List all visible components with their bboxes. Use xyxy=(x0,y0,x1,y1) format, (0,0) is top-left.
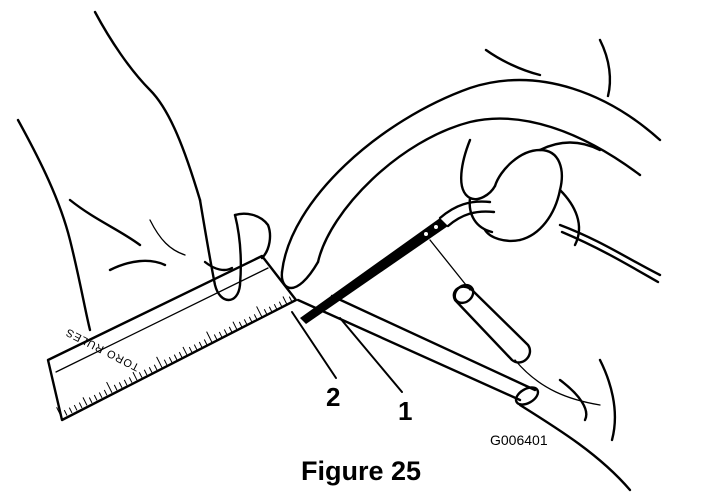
leader-lines xyxy=(291,311,403,393)
spring-cylinder xyxy=(429,239,601,406)
callout-2: 2 xyxy=(326,382,340,412)
ruler: TORO RULES xyxy=(46,254,298,422)
right-hand xyxy=(459,38,612,247)
callout-1: 1 xyxy=(398,396,412,426)
handlebar xyxy=(280,78,662,492)
part-code: G006401 xyxy=(490,432,548,448)
left-hand xyxy=(16,10,272,332)
ruler-ticks xyxy=(56,296,293,419)
control-cable xyxy=(558,223,662,284)
figure-caption: Figure 25 xyxy=(300,456,422,486)
control-bail xyxy=(300,200,496,324)
